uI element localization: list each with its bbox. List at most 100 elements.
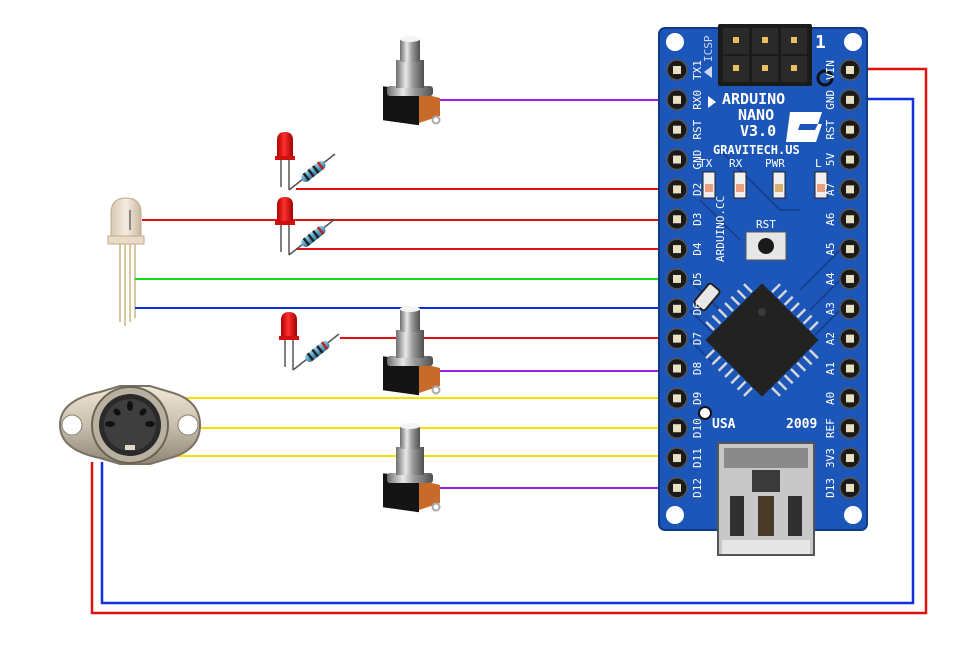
resistor [288, 218, 336, 256]
crystal [693, 282, 721, 312]
rgb-led [107, 197, 145, 326]
pin-d7[interactable]: D7 [666, 327, 704, 350]
chip-pin [771, 283, 781, 293]
chip-pin [743, 283, 753, 293]
chip-pin [705, 349, 715, 359]
pin-label: A6 [824, 213, 837, 226]
chip-pin [802, 314, 813, 325]
chip-pin [743, 387, 753, 397]
board-name-nano: NANO [738, 106, 774, 124]
pin-a6[interactable]: A6 [824, 208, 861, 230]
pin-label: RX0 [691, 90, 704, 110]
chip-pin [783, 295, 794, 306]
chip-pin [717, 361, 728, 372]
reset-button-cap[interactable] [758, 238, 774, 254]
via [698, 406, 712, 420]
pin-a7[interactable]: A7 [824, 178, 861, 201]
origin-label: USA [712, 417, 736, 432]
triangle-marker-icon [704, 66, 712, 78]
pin-a5[interactable]: A5 [824, 238, 861, 260]
rst-label: RST [756, 218, 776, 231]
pushbutton-d8[interactable] [383, 306, 441, 396]
pin-vin[interactable]: VIN [824, 59, 861, 81]
pin-d6[interactable]: D6 [666, 298, 704, 320]
wire-vin-red [90, 67, 928, 615]
pin-gnd[interactable]: GND [824, 89, 861, 111]
pin-rx0[interactable]: RX0 [666, 89, 704, 111]
chip-pin [730, 374, 741, 385]
pin-a2[interactable]: A2 [824, 327, 861, 350]
pin-d13[interactable]: D13 [824, 477, 861, 499]
pin-label: GND [824, 90, 837, 110]
pin-label: D8 [691, 362, 704, 375]
board-version: V3.0 [740, 122, 776, 140]
pushbutton-rx0[interactable] [383, 36, 441, 126]
chip-pin [796, 361, 807, 372]
pin-tx1[interactable]: TX1 [666, 59, 704, 81]
mounting-hole-icon [666, 506, 684, 524]
din-pin-holes [105, 401, 155, 427]
led-label-pwr: PWR [765, 157, 785, 170]
pin-label: RST [824, 119, 837, 139]
pin-label: D4 [691, 242, 704, 256]
pin-d9[interactable]: D9 [666, 387, 704, 410]
pin-d3[interactable]: D3 [666, 208, 704, 230]
pin-label: D2 [691, 183, 704, 196]
pin-d8[interactable]: D8 [666, 357, 704, 380]
mini-usb-connector[interactable] [717, 442, 815, 556]
pin-label: 3V3 [824, 448, 837, 468]
led-label-tx: TX [699, 157, 713, 170]
pin-label: D13 [824, 478, 837, 498]
led-d4 [275, 197, 336, 256]
pin-ref[interactable]: REF [824, 417, 861, 439]
chip-pin [777, 289, 788, 300]
pin-label: A7 [824, 183, 837, 196]
pin-rst[interactable]: RST [824, 118, 861, 141]
pin-label: D6 [691, 302, 704, 315]
mounting-hole-icon [844, 33, 862, 51]
pin-d12[interactable]: D12 [666, 477, 704, 499]
icsp-header [718, 24, 812, 86]
pin-d4[interactable]: D4 [666, 238, 704, 260]
pin-gnd[interactable]: GND [666, 148, 704, 171]
chip-pin [802, 355, 813, 366]
gravitech-logo-icon [786, 112, 822, 142]
mount-hole-icon [177, 414, 199, 436]
pin-label: 5V [824, 153, 837, 167]
pin-a1[interactable]: A1 [824, 357, 861, 380]
pin-label: A5 [824, 242, 837, 255]
pin-d10[interactable]: D10 [666, 417, 704, 439]
pin-label: TX1 [691, 60, 704, 80]
pin-rst[interactable]: RST [666, 118, 704, 141]
led-label-l: L [815, 157, 822, 170]
pin-label: D7 [691, 332, 704, 345]
pin-a3[interactable]: A3 [824, 298, 861, 320]
pin-a4[interactable]: A4 [824, 268, 861, 290]
led-die [705, 184, 713, 192]
pin-d11[interactable]: D11 [666, 447, 704, 469]
pin-d5[interactable]: D5 [666, 268, 704, 290]
triangle-marker-icon [708, 96, 716, 108]
arduino-nano-board: ICSP 1 ARDUINO NANO V3.0 GRAVITECH.US TX… [658, 24, 868, 556]
pin-label: A3 [824, 302, 837, 315]
led-die [817, 184, 825, 192]
pin-label: D10 [691, 418, 704, 438]
pin-a0[interactable]: A0 [824, 387, 861, 410]
chip-pin [809, 349, 819, 359]
pin-d2[interactable]: D2 [666, 178, 704, 201]
chip-pin [736, 380, 747, 391]
pin-label: REF [824, 418, 837, 438]
pushbutton-d12[interactable] [383, 423, 441, 513]
pin-label: D3 [691, 213, 704, 226]
icsp-label: ICSP [702, 35, 715, 62]
pin-3v3[interactable]: 3V3 [824, 447, 861, 469]
pin-label: D9 [691, 392, 704, 405]
chip-pin [783, 374, 794, 385]
pin-label: D12 [691, 478, 704, 498]
wire-gnd-blue [100, 97, 915, 605]
pin-5v[interactable]: 5V [824, 148, 861, 171]
pin-label: A0 [824, 392, 837, 405]
mounting-hole-icon [844, 506, 862, 524]
